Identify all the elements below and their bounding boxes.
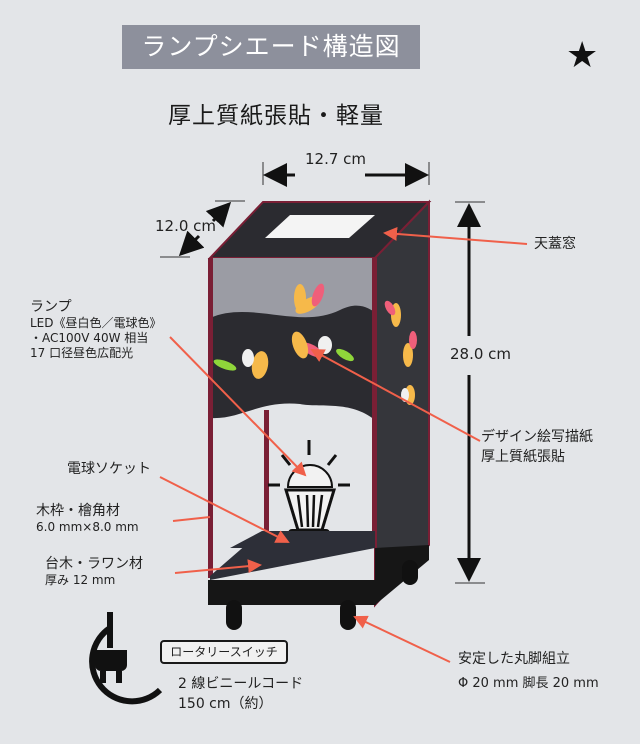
legs-title: 安定した丸脚組立 — [458, 651, 570, 667]
rotary-switch-label: ロータリースイッチ — [160, 640, 288, 664]
skylight-label: 天蓋窓 — [534, 236, 576, 252]
wood-frame — [208, 258, 377, 578]
right-panel — [374, 199, 430, 608]
base-title: 台木・ラワン材 — [45, 556, 143, 572]
legs-callout: 安定した丸脚組立 Φ 20 mm 脚長 20 mm — [458, 648, 599, 691]
frame-title: 木枠・檜角材 — [36, 503, 120, 519]
height-dimension — [455, 201, 485, 584]
front-panel-band — [210, 305, 375, 420]
legs-size: Φ 20 mm 脚長 20 mm — [458, 676, 599, 691]
height-label: 28.0 cm — [450, 345, 512, 363]
title-banner: ランプシエード構造図 — [122, 25, 420, 69]
plug-icon — [89, 612, 163, 705]
base-callout: 台木・ラワン材 厚み 12 mm — [45, 553, 143, 588]
cord-line-1: 2 線ビニールコード — [178, 676, 304, 692]
depth-label: 12.0 cm — [155, 217, 217, 235]
lamp-spec-2: ・AC100V 40W 相当 — [30, 331, 149, 345]
width-dimension — [262, 162, 430, 187]
lamp-title: ランプ — [30, 299, 72, 315]
socket-label: 電球ソケット — [67, 461, 151, 477]
paper-line-2: 厚上質紙張貼 — [481, 449, 565, 465]
depth-dimension — [160, 200, 245, 258]
base-thickness: 厚み 12 mm — [45, 573, 116, 587]
lamp-spec-1: LED《昼白色／電球色》 — [30, 316, 162, 330]
lamp-spec-3: 17 口径昼色広配光 — [30, 346, 134, 360]
cord-line-2: 150 cm（約） — [178, 696, 273, 712]
width-label: 12.7 cm — [305, 150, 367, 168]
cord-callout: 2 線ビニールコード 150 cm（約） — [178, 673, 303, 713]
paper-line-1: デザイン絵写描紙 — [481, 429, 593, 445]
led-bulb — [268, 440, 350, 532]
frame-callout: 木枠・檜角材 6.0 mm×8.0 mm — [36, 500, 139, 535]
lily-decoration — [213, 283, 417, 405]
paper-callout: デザイン絵写描紙 厚上質紙張貼 — [481, 426, 593, 466]
frame-size: 6.0 mm×8.0 mm — [36, 520, 139, 534]
round-legs — [226, 560, 418, 630]
star-icon: ★ — [566, 35, 599, 76]
lamp-callout: ランプ LED《昼白色／電球色》 ・AC100V 40W 相当 17 口径昼色広… — [30, 296, 162, 361]
subtitle: 厚上質紙張貼・軽量 — [168, 103, 384, 129]
leader-lines — [159, 226, 528, 663]
